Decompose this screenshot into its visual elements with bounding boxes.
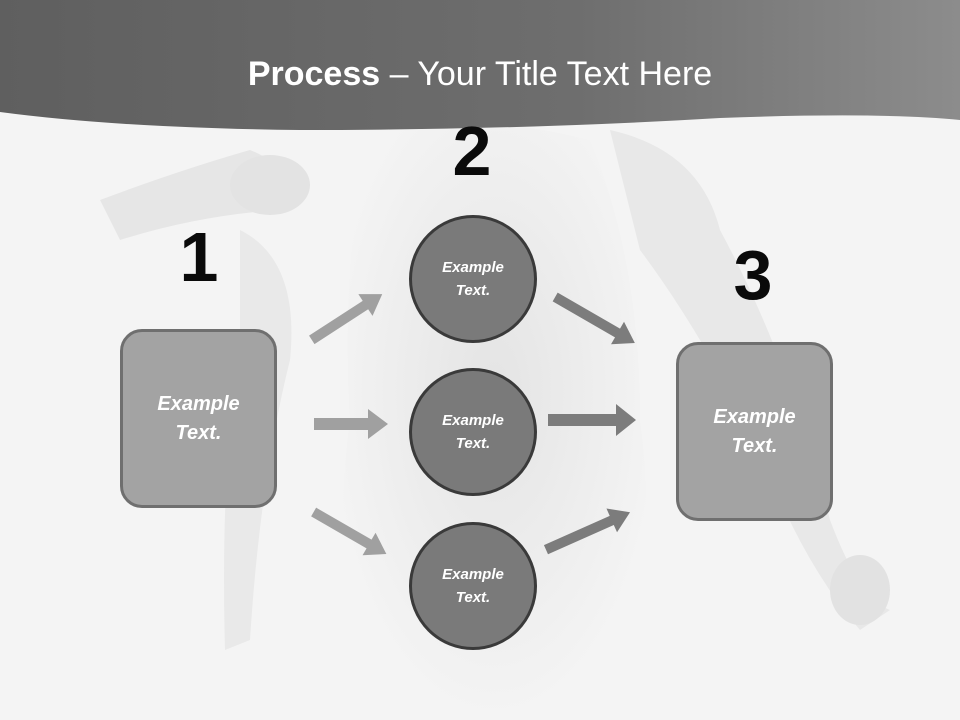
arrow-left-to-bottom — [311, 507, 387, 556]
circle-top: Example Text. — [409, 215, 537, 343]
arrow-left-to-top — [309, 294, 383, 345]
right-box: Example Text. — [676, 342, 833, 521]
circle-middle-line2: Text. — [455, 435, 491, 452]
header-band — [0, 0, 960, 130]
step-number-2: 2 — [452, 112, 492, 190]
circle-middle: Example Text. — [409, 368, 537, 496]
title-bold: Process — [247, 55, 381, 93]
step-number-3: 3 — [733, 236, 773, 314]
arrow-top-to-right — [552, 292, 635, 345]
circle-bottom-line1: Example — [442, 566, 504, 583]
right-box-line2: Text. — [731, 434, 778, 457]
circle-bottom-line2: Text. — [455, 589, 491, 606]
right-box-line1: Example — [713, 405, 796, 428]
title-rest: – Your Title Text Here — [380, 55, 713, 93]
arrow-left-to-middle — [314, 409, 388, 439]
left-box-line2: Text. — [175, 421, 222, 444]
left-box: Example Text. — [120, 329, 277, 508]
circle-bottom: Example Text. — [409, 522, 537, 650]
left-box-line1: Example — [157, 392, 240, 415]
arrow-middle-to-right — [548, 404, 636, 436]
circle-top-line2: Text. — [455, 282, 491, 299]
circle-top-line1: Example — [442, 259, 504, 276]
slide-title: Process – Your Title Text Here — [0, 52, 960, 96]
step-number-1: 1 — [179, 218, 219, 296]
arrow-bottom-to-right — [543, 508, 631, 555]
circle-middle-line1: Example — [442, 412, 504, 429]
